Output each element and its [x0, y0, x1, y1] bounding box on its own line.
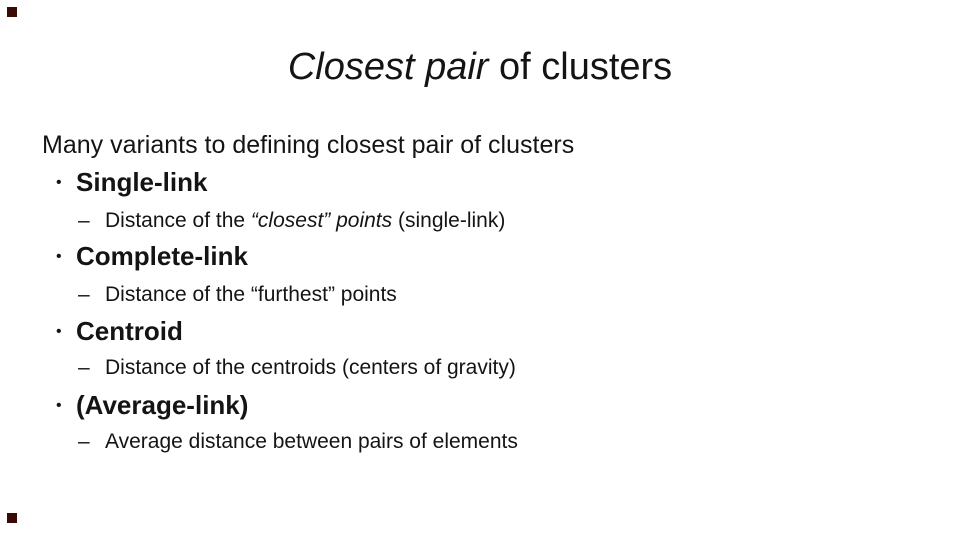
slide-title-italic-part: Closest pair	[287, 46, 489, 88]
bullet-item-single-link: • Single-link	[56, 167, 207, 198]
bullet-item-average-link: • (Average-link)	[56, 390, 248, 421]
sub-text-post: (single-link)	[392, 209, 506, 232]
bullet-icon: •	[56, 174, 62, 191]
sub-bullet-complete-link: – Distance of the “furthest” points	[78, 282, 397, 308]
corner-mark-bottom-left	[7, 513, 17, 523]
sub-text-pre: Distance of the	[105, 209, 251, 232]
bullet-icon: •	[56, 397, 62, 414]
sub-bullet-text: Distance of the “furthest” points	[105, 282, 397, 308]
dash-icon: –	[78, 283, 90, 306]
dash-icon: –	[78, 209, 90, 232]
bullet-label: Centroid	[76, 316, 183, 346]
sub-bullet-text: Average distance between pairs of elemen…	[105, 429, 518, 455]
sub-text-pre: Distance of the “furthest” points	[105, 283, 397, 306]
sub-bullet-centroid: – Distance of the centroids (centers of …	[78, 355, 516, 381]
corner-mark-top-left	[7, 7, 17, 17]
bullet-item-centroid: • Centroid	[56, 316, 183, 347]
bullet-label: Complete-link	[76, 241, 248, 271]
bullet-item-complete-link: • Complete-link	[56, 241, 248, 272]
bullet-label: Single-link	[76, 167, 208, 197]
slide-title-regular-part: of clusters	[488, 46, 673, 88]
bullet-icon: •	[56, 323, 62, 340]
bullet-icon: •	[56, 248, 62, 265]
sub-bullet-single-link: – Distance of the “closest” points (sing…	[78, 208, 505, 234]
bullet-label: (Average-link)	[76, 390, 249, 420]
dash-icon: –	[78, 356, 90, 379]
slide-title: Closest pair of clusters	[0, 44, 960, 92]
sub-text-pre: Average distance between pairs of elemen…	[105, 430, 518, 453]
sub-bullet-text: Distance of the centroids (centers of gr…	[105, 355, 516, 381]
sub-text-italic: “closest” points	[250, 209, 393, 232]
intro-text: Many variants to defining closest pair o…	[42, 131, 575, 159]
sub-text-pre: Distance of the centroids (centers of gr…	[105, 356, 516, 379]
dash-icon: –	[78, 430, 90, 453]
sub-bullet-average-link: – Average distance between pairs of elem…	[78, 429, 518, 455]
sub-bullet-text: Distance of the “closest” points (single…	[105, 208, 505, 234]
